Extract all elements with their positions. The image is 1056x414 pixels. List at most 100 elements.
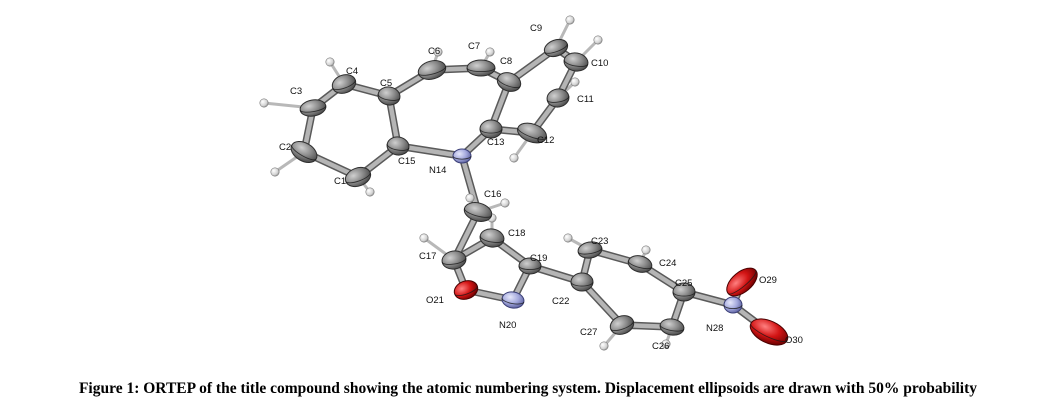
- atom-c26: [659, 318, 685, 336]
- hydrogen-atom-c4: [325, 57, 335, 67]
- hydrogen-atom-c11: [570, 77, 580, 87]
- ellipsoid-c7: [466, 59, 496, 77]
- atom-c17: [441, 250, 467, 270]
- ellipsoid-o29: [726, 267, 758, 297]
- ellipsoid-octant-c1: [345, 172, 371, 184]
- atom-label-c1: C1: [334, 176, 346, 187]
- atom-c6: [417, 60, 447, 80]
- atom-label-c3: C3: [290, 86, 302, 97]
- ellipsoid-octant-n20: [501, 298, 525, 305]
- ellipsoid-octant-c13: [479, 128, 503, 134]
- atom-o30: [749, 318, 789, 346]
- atom-label-n28: N28: [706, 323, 723, 334]
- hydrogen-atom-c10: [593, 35, 603, 45]
- ellipsoid-n20: [501, 291, 525, 309]
- atom-label-n20: N20: [499, 320, 516, 331]
- ellipsoid-octant-c6: [418, 66, 446, 76]
- atom-o29: [726, 267, 758, 297]
- hydrogen-atom-c6: [433, 47, 443, 57]
- hydrogen-atom-c27: [599, 341, 609, 351]
- atom-label-c2: C2: [279, 142, 291, 153]
- atom-c8: [496, 72, 522, 92]
- atom-label-o29: O29: [759, 275, 777, 286]
- atom-label-c18: C18: [508, 228, 525, 239]
- atom-c5: [377, 86, 401, 106]
- atom-c12: [517, 122, 547, 144]
- ellipsoid-octant-c15: [386, 144, 410, 151]
- ellipsoid-octant-c2: [291, 144, 317, 161]
- atom-label-o30: O30: [785, 335, 803, 346]
- atom-c9: [543, 38, 569, 58]
- atom-n20: [501, 291, 525, 309]
- atom-c11: [546, 88, 570, 108]
- atom-label-c26: C26: [652, 341, 669, 352]
- ellipsoid-octant-c9: [544, 43, 568, 54]
- ellipsoid-octant-c10: [563, 59, 589, 67]
- ellipsoid-c13: [479, 119, 503, 139]
- atom-label-c4: C4: [346, 66, 358, 77]
- ellipsoid-octant-c18: [479, 235, 505, 243]
- ellipsoid-octant-c5: [377, 94, 401, 101]
- ellipsoid-c22: [570, 272, 594, 292]
- ellipsoid-octant-n14: [452, 155, 472, 160]
- atom-label-c24: C24: [659, 258, 676, 269]
- hydrogen-atom-c2: [270, 167, 280, 177]
- ellipsoid-octant-c25: [672, 291, 696, 297]
- atom-n14: [452, 148, 472, 164]
- atom-label-c13: C13: [487, 137, 504, 148]
- ellipsoid-octant-c7: [466, 67, 496, 73]
- atom-c1: [344, 166, 372, 188]
- atom-n28: [723, 296, 743, 314]
- hydrogen-atom-c16: [500, 198, 510, 208]
- atom-label-n14: N14: [429, 165, 446, 176]
- atom-label-c8: C8: [500, 56, 512, 67]
- hydrogen-atom-c7: [485, 47, 495, 57]
- atom-label-c12: C12: [537, 135, 554, 146]
- ellipsoid-o30: [749, 318, 789, 346]
- atom-o21: [453, 280, 479, 300]
- atom-label-o21: O21: [426, 295, 444, 306]
- atom-label-c10: C10: [591, 58, 608, 69]
- hydrogen-atom-c16: [465, 193, 475, 203]
- ellipsoid-octant-c11: [546, 96, 570, 103]
- ellipsoid-octant-c12: [517, 127, 547, 140]
- ellipsoid-octant-c26: [659, 324, 685, 332]
- ellipsoid-octant-c22: [570, 281, 594, 287]
- atom-c3: [299, 99, 327, 117]
- atom-label-c17: C17: [419, 251, 436, 262]
- ellipsoid-c26: [659, 318, 685, 336]
- hydrogen-atom-c24: [641, 245, 651, 255]
- atom-c4: [331, 74, 357, 94]
- atom-c23: [577, 241, 603, 259]
- atom-label-c27: C27: [580, 327, 597, 338]
- ellipsoid-octant-c8: [497, 77, 521, 89]
- atom-label-c15: C15: [398, 156, 415, 167]
- ellipsoid-octant-c4: [332, 79, 356, 91]
- atom-c16: [463, 202, 493, 222]
- atom-c7: [466, 59, 496, 77]
- ellipsoid-octant-c17: [441, 257, 467, 265]
- atom-c22: [570, 272, 594, 292]
- atom-label-c7: C7: [468, 41, 480, 52]
- hydrogen-atom-c3: [259, 98, 269, 108]
- hydrogen-atom-c17: [419, 233, 429, 243]
- ellipsoid-o21: [453, 280, 479, 300]
- ellipsoid-octant-c19: [518, 265, 542, 271]
- atom-c10: [563, 52, 589, 72]
- hydrogen-atom-c9: [565, 15, 575, 25]
- atom-label-c23: C23: [591, 236, 608, 247]
- ellipsoid-octant-c24: [627, 260, 653, 270]
- ellipsoid-octant-o21: [454, 285, 478, 297]
- ellipsoid-octant-o30: [750, 323, 788, 342]
- ellipsoid-octant-c16: [464, 208, 492, 218]
- ellipsoid-octant-o29: [727, 270, 757, 295]
- atom-c24: [627, 255, 653, 273]
- atom-label-c22: C22: [552, 296, 569, 307]
- atom-c15: [386, 136, 410, 156]
- hydrogen-atom-c1: [365, 187, 375, 197]
- atom-label-c6: C6: [428, 46, 440, 57]
- atom-c13: [479, 119, 503, 139]
- atom-label-c16: C16: [484, 189, 501, 200]
- ellipsoid-octant-c3: [299, 105, 327, 113]
